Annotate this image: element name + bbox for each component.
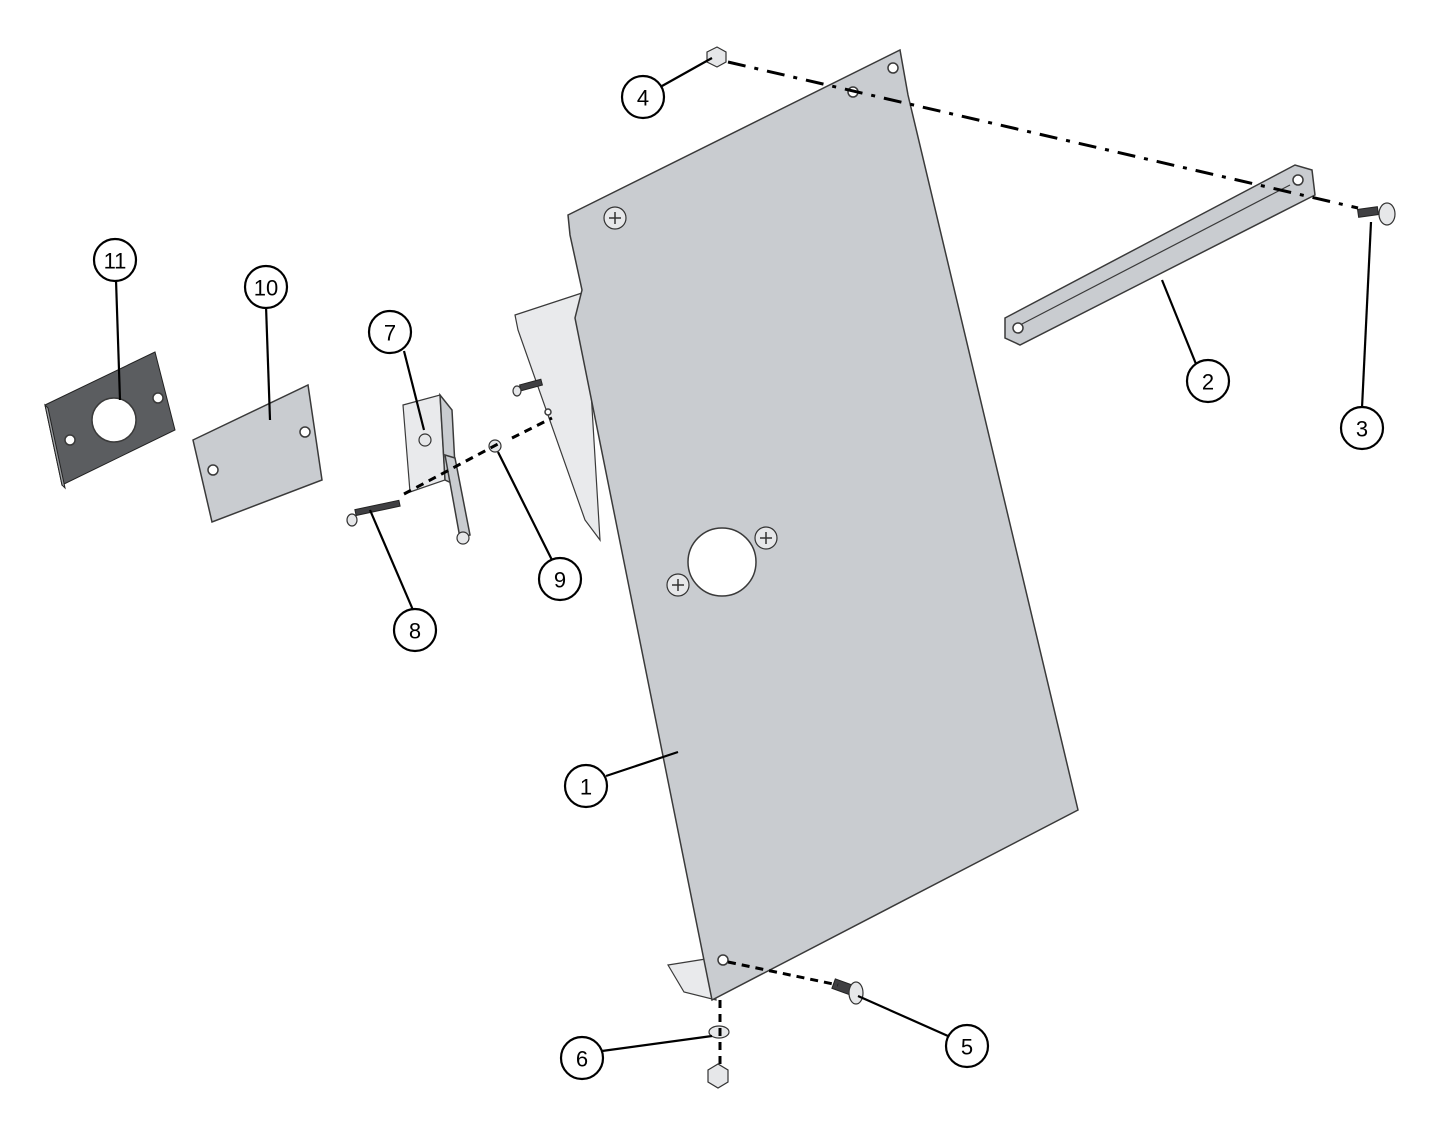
callout-label: 10 <box>254 276 278 301</box>
screw-head-icon <box>512 385 522 397</box>
callout-label: 11 <box>104 249 127 274</box>
leader-line-10 <box>264 305 272 421</box>
part-1-mounting-plate <box>514 48 1079 1002</box>
hex-nut-icon <box>707 1063 729 1089</box>
callout-circle <box>392 607 438 653</box>
plate-hole <box>887 62 899 74</box>
assembly-line <box>511 416 553 440</box>
leader-line-5 <box>857 994 949 1038</box>
leader-lines <box>114 57 1373 1053</box>
callout-circle <box>944 1023 990 1069</box>
callout-circle <box>243 264 289 310</box>
plate-hole <box>544 408 552 416</box>
gasket-notch <box>207 464 219 476</box>
part-11-block <box>44 351 176 490</box>
callout-2: 2 <box>1185 358 1231 404</box>
part-2-slotted-bar <box>1004 164 1316 346</box>
callout-1: 1 <box>563 763 609 809</box>
cross-slot-icon <box>760 532 772 544</box>
callout-label: 9 <box>554 568 566 593</box>
part-5-screw <box>831 978 864 1005</box>
switch-lever <box>444 453 471 539</box>
screw-shank <box>354 499 401 517</box>
callout-6: 6 <box>559 1035 605 1081</box>
callout-circle <box>563 763 609 809</box>
plate-side-flange <box>514 291 601 542</box>
block-edge <box>44 403 66 490</box>
slotted-bar-edge <box>1019 184 1291 326</box>
leader-line-2 <box>1160 279 1198 365</box>
screw-head-icon <box>848 981 864 1005</box>
plate-hole <box>717 954 729 966</box>
callout-11: 11 <box>92 237 138 283</box>
leader-line-6 <box>601 1034 713 1053</box>
hex-nut-icon <box>706 46 727 68</box>
leader-line-7 <box>402 350 426 431</box>
callout-5: 5 <box>944 1023 990 1069</box>
switch-pivot-icon <box>418 433 432 447</box>
gasket-notch <box>299 426 311 438</box>
part-4-nut <box>706 46 727 68</box>
part-7-switch <box>402 392 471 545</box>
part-8-long-screw <box>346 499 401 527</box>
block-hole <box>64 434 76 446</box>
callout-4: 4 <box>620 74 666 120</box>
slotted-bar-body <box>1004 164 1316 346</box>
small-screw <box>512 378 544 397</box>
callout-circle <box>367 309 413 355</box>
callout-circle <box>1185 358 1231 404</box>
callout-circle <box>620 74 666 120</box>
gasket-body <box>192 383 323 524</box>
leader-line-4 <box>661 57 713 87</box>
callout-label: 4 <box>637 86 649 111</box>
part-10-gasket <box>192 383 323 524</box>
callout-label: 5 <box>961 1035 973 1060</box>
callout-9: 9 <box>537 556 583 602</box>
bar-slot <box>1292 174 1304 186</box>
part-6-washer-nut <box>707 1025 730 1089</box>
screw-shank <box>1356 206 1380 218</box>
screw-head-icon <box>1378 202 1396 226</box>
callout-8: 8 <box>392 607 438 653</box>
callout-3: 3 <box>1339 405 1385 451</box>
leader-line-1 <box>605 750 679 778</box>
leader-line-3 <box>1360 221 1373 409</box>
callout-circle <box>1339 405 1385 451</box>
leader-line-9 <box>497 451 553 561</box>
screw-head-icon <box>346 513 358 527</box>
assembly-line <box>403 442 499 496</box>
part-3-screw <box>1356 202 1396 226</box>
cross-slot-icon <box>672 579 684 591</box>
callout-label: 2 <box>1202 370 1214 395</box>
callout-label: 8 <box>409 619 421 644</box>
callout-10: 10 <box>243 264 289 310</box>
switch-roller-icon <box>456 531 470 545</box>
leader-line-11 <box>114 279 122 401</box>
callout-label: 1 <box>580 775 592 800</box>
callout-label: 3 <box>1356 417 1368 442</box>
assembly-line <box>727 60 1359 210</box>
callout-circle <box>537 556 583 602</box>
leader-line-8 <box>368 509 415 611</box>
callout-7: 7 <box>367 309 413 355</box>
callout-circle <box>559 1035 605 1081</box>
cross-slot-icon <box>609 212 621 224</box>
callout-circle <box>92 237 138 283</box>
callout-label: 7 <box>384 321 396 346</box>
plate-center-hole <box>687 527 757 597</box>
block-center-hole <box>91 397 137 443</box>
plate-bottom-flange <box>667 957 717 1001</box>
plate-face <box>567 48 1079 1002</box>
block-hole <box>152 392 164 404</box>
assembly-line <box>727 960 839 987</box>
callout-label: 6 <box>576 1047 588 1072</box>
bar-slot <box>1012 322 1024 334</box>
